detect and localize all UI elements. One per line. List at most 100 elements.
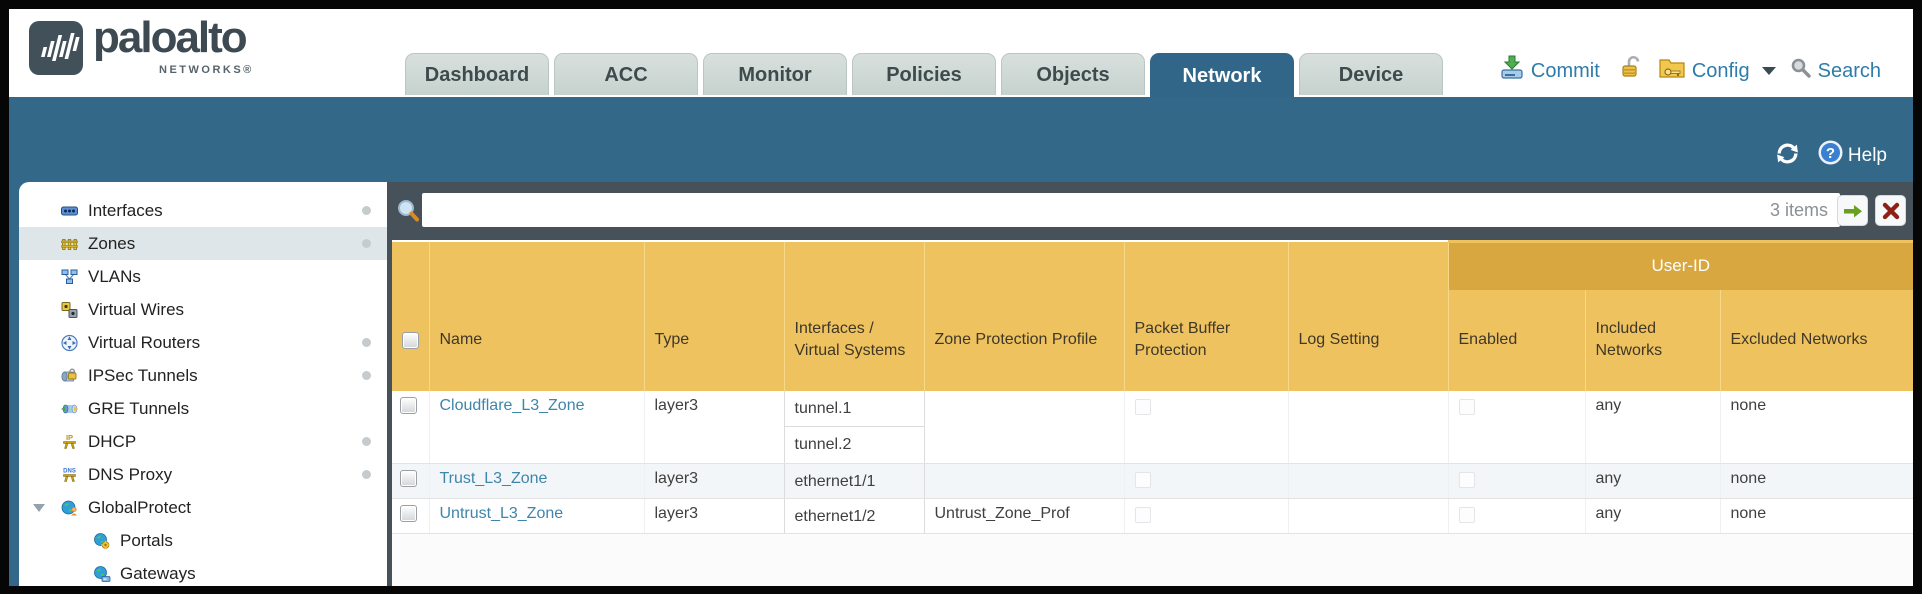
included-networks: any — [1584, 498, 1720, 534]
tab-network[interactable]: Network — [1150, 53, 1294, 97]
tab-policies[interactable]: Policies — [852, 53, 996, 95]
row-checkbox[interactable] — [400, 469, 417, 487]
help-icon[interactable]: ? — [1817, 139, 1844, 172]
sidebar-item-label: GRE Tunnels — [88, 398, 190, 418]
col-header-name[interactable]: Name — [428, 289, 644, 391]
packet-buffer-checkbox[interactable] — [1134, 398, 1151, 415]
sidebar-item-gateways[interactable]: Gateways — [19, 557, 387, 586]
col-header-included-networks[interactable]: Included Networks — [1584, 289, 1720, 391]
tab-acc[interactable]: ACC — [554, 53, 698, 95]
sidebar-item-dhcp[interactable]: IP DHCP — [19, 425, 387, 458]
tab-monitor[interactable]: Monitor — [703, 53, 847, 95]
col-header-interfaces[interactable]: Interfaces / Virtual Systems — [783, 289, 924, 391]
sidebar-item-label: Portals — [120, 530, 173, 550]
item-count: 3 items — [1769, 199, 1828, 220]
tab-objects[interactable]: Objects — [1001, 53, 1145, 95]
included-networks: any — [1584, 463, 1720, 499]
config-button[interactable]: Config — [1691, 59, 1750, 82]
content-area: Interfaces Zones VLANs Vir — [9, 182, 1913, 586]
col-header-enabled[interactable]: Enabled — [1447, 289, 1585, 391]
dhcp-icon: IP — [59, 433, 79, 451]
sidebar-item-label: Virtual Routers — [88, 332, 201, 352]
interface-entry: ethernet1/2 — [794, 507, 876, 525]
top-header: paloalto NETWORKS® Dashboard ACC Monitor… — [9, 9, 1913, 97]
column-header-row: Name Type Interfaces / Virtual Systems Z… — [392, 289, 1913, 391]
vlans-icon — [59, 268, 79, 286]
user-id-enabled-checkbox[interactable] — [1458, 471, 1475, 488]
zone-name-link[interactable]: Trust_L3_Zone — [439, 469, 548, 487]
status-dot — [362, 470, 371, 479]
interfaces-icon — [59, 202, 79, 220]
virtual-routers-icon — [59, 334, 79, 352]
col-header-type[interactable]: Type — [643, 289, 784, 391]
clear-filter-button[interactable] — [1875, 195, 1906, 226]
status-dot — [362, 371, 371, 380]
packet-buffer-checkbox[interactable] — [1134, 471, 1151, 488]
sidebar-item-virtual-wires[interactable]: Virtual Wires — [19, 293, 387, 326]
refresh-icon[interactable] — [1774, 140, 1801, 172]
user-id-enabled-checkbox[interactable] — [1458, 398, 1475, 415]
col-header-zone-protection[interactable]: Zone Protection Profile — [923, 289, 1124, 391]
select-all-checkbox[interactable] — [402, 331, 419, 349]
brand-wordmark: paloalto — [93, 13, 248, 62]
search-icon — [1790, 57, 1812, 85]
excluded-networks: none — [1719, 498, 1913, 534]
green-arrow-icon — [1843, 204, 1862, 217]
row-checkbox[interactable] — [400, 504, 417, 522]
network-sidebar: Interfaces Zones VLANs Vir — [19, 182, 387, 586]
lock-icon[interactable] — [1620, 55, 1644, 87]
interface-entry: tunnel.1 — [784, 391, 924, 427]
zone-interfaces: tunnel.1 tunnel.2 — [783, 390, 925, 464]
sidebar-item-ipsec-tunnels[interactable]: IPSec Tunnels — [19, 359, 387, 392]
close-icon — [1882, 202, 1899, 219]
packet-buffer-checkbox[interactable] — [1134, 506, 1151, 523]
sidebar-item-label: GlobalProtect — [88, 497, 191, 517]
col-header-packet-buffer[interactable]: Packet Buffer Protection — [1123, 289, 1288, 391]
zone-name-link[interactable]: Untrust_L3_Zone — [439, 504, 564, 522]
main-tabs: Dashboard ACC Monitor Policies Objects N… — [405, 53, 1443, 97]
paloalto-logo-icon — [29, 21, 83, 75]
commit-button[interactable]: Commit — [1530, 59, 1600, 82]
zone-interfaces: ethernet1/1 — [783, 463, 925, 499]
select-all-header[interactable] — [392, 289, 429, 391]
table-row: Trust_L3_Zone layer3 ethernet1/1 any non… — [392, 463, 1913, 499]
commit-icon — [1499, 55, 1525, 87]
sidebar-item-label: IPSec Tunnels — [88, 365, 198, 385]
sidebar-item-portals[interactable]: Portals — [19, 524, 387, 557]
zone-type: layer3 — [643, 390, 784, 464]
search-button[interactable]: Search — [1817, 59, 1881, 82]
row-checkbox[interactable] — [400, 396, 417, 414]
col-header-excluded-networks[interactable]: Excluded Networks — [1719, 289, 1913, 391]
chevron-down-icon[interactable] — [1761, 67, 1776, 75]
sidebar-item-virtual-routers[interactable]: Virtual Routers — [19, 326, 387, 359]
user-id-enabled-checkbox[interactable] — [1458, 506, 1475, 523]
sidebar-item-vlans[interactable]: VLANs — [19, 260, 387, 293]
included-networks: any — [1584, 390, 1720, 464]
status-dot — [362, 437, 371, 446]
tab-device[interactable]: Device — [1299, 53, 1443, 95]
zone-type: layer3 — [643, 463, 784, 499]
app-window: paloalto NETWORKS® Dashboard ACC Monitor… — [9, 9, 1913, 586]
apply-filter-button[interactable] — [1837, 195, 1868, 226]
help-label[interactable]: Help — [1847, 144, 1887, 166]
status-dot — [362, 239, 371, 248]
zone-type: layer3 — [643, 498, 784, 534]
svg-text:IP: IP — [65, 433, 72, 442]
col-header-log-setting[interactable]: Log Setting — [1287, 289, 1448, 391]
sidebar-item-interfaces[interactable]: Interfaces — [19, 194, 387, 227]
sidebar-item-gre-tunnels[interactable]: GRE Tunnels — [19, 392, 387, 425]
zone-name-link[interactable]: Cloudflare_L3_Zone — [439, 396, 585, 414]
globalprotect-icon — [59, 499, 79, 517]
zone-protection-profile: Untrust_Zone_Prof — [923, 498, 1124, 534]
collapse-arrow-icon[interactable] — [33, 504, 45, 512]
sidebar-item-dns-proxy[interactable]: DNS DNS Proxy — [19, 458, 387, 491]
gateways-icon — [91, 565, 111, 583]
filter-search-icon — [396, 198, 420, 229]
sidebar-item-label: Interfaces — [88, 200, 163, 220]
sidebar-item-zones[interactable]: Zones — [19, 227, 387, 260]
sidebar-item-globalprotect[interactable]: GlobalProtect — [19, 491, 387, 524]
tab-dashboard[interactable]: Dashboard — [405, 53, 549, 95]
sidebar-item-label: DHCP — [88, 431, 137, 451]
filter-input[interactable]: 3 items — [422, 193, 1840, 227]
zones-icon — [59, 235, 79, 253]
